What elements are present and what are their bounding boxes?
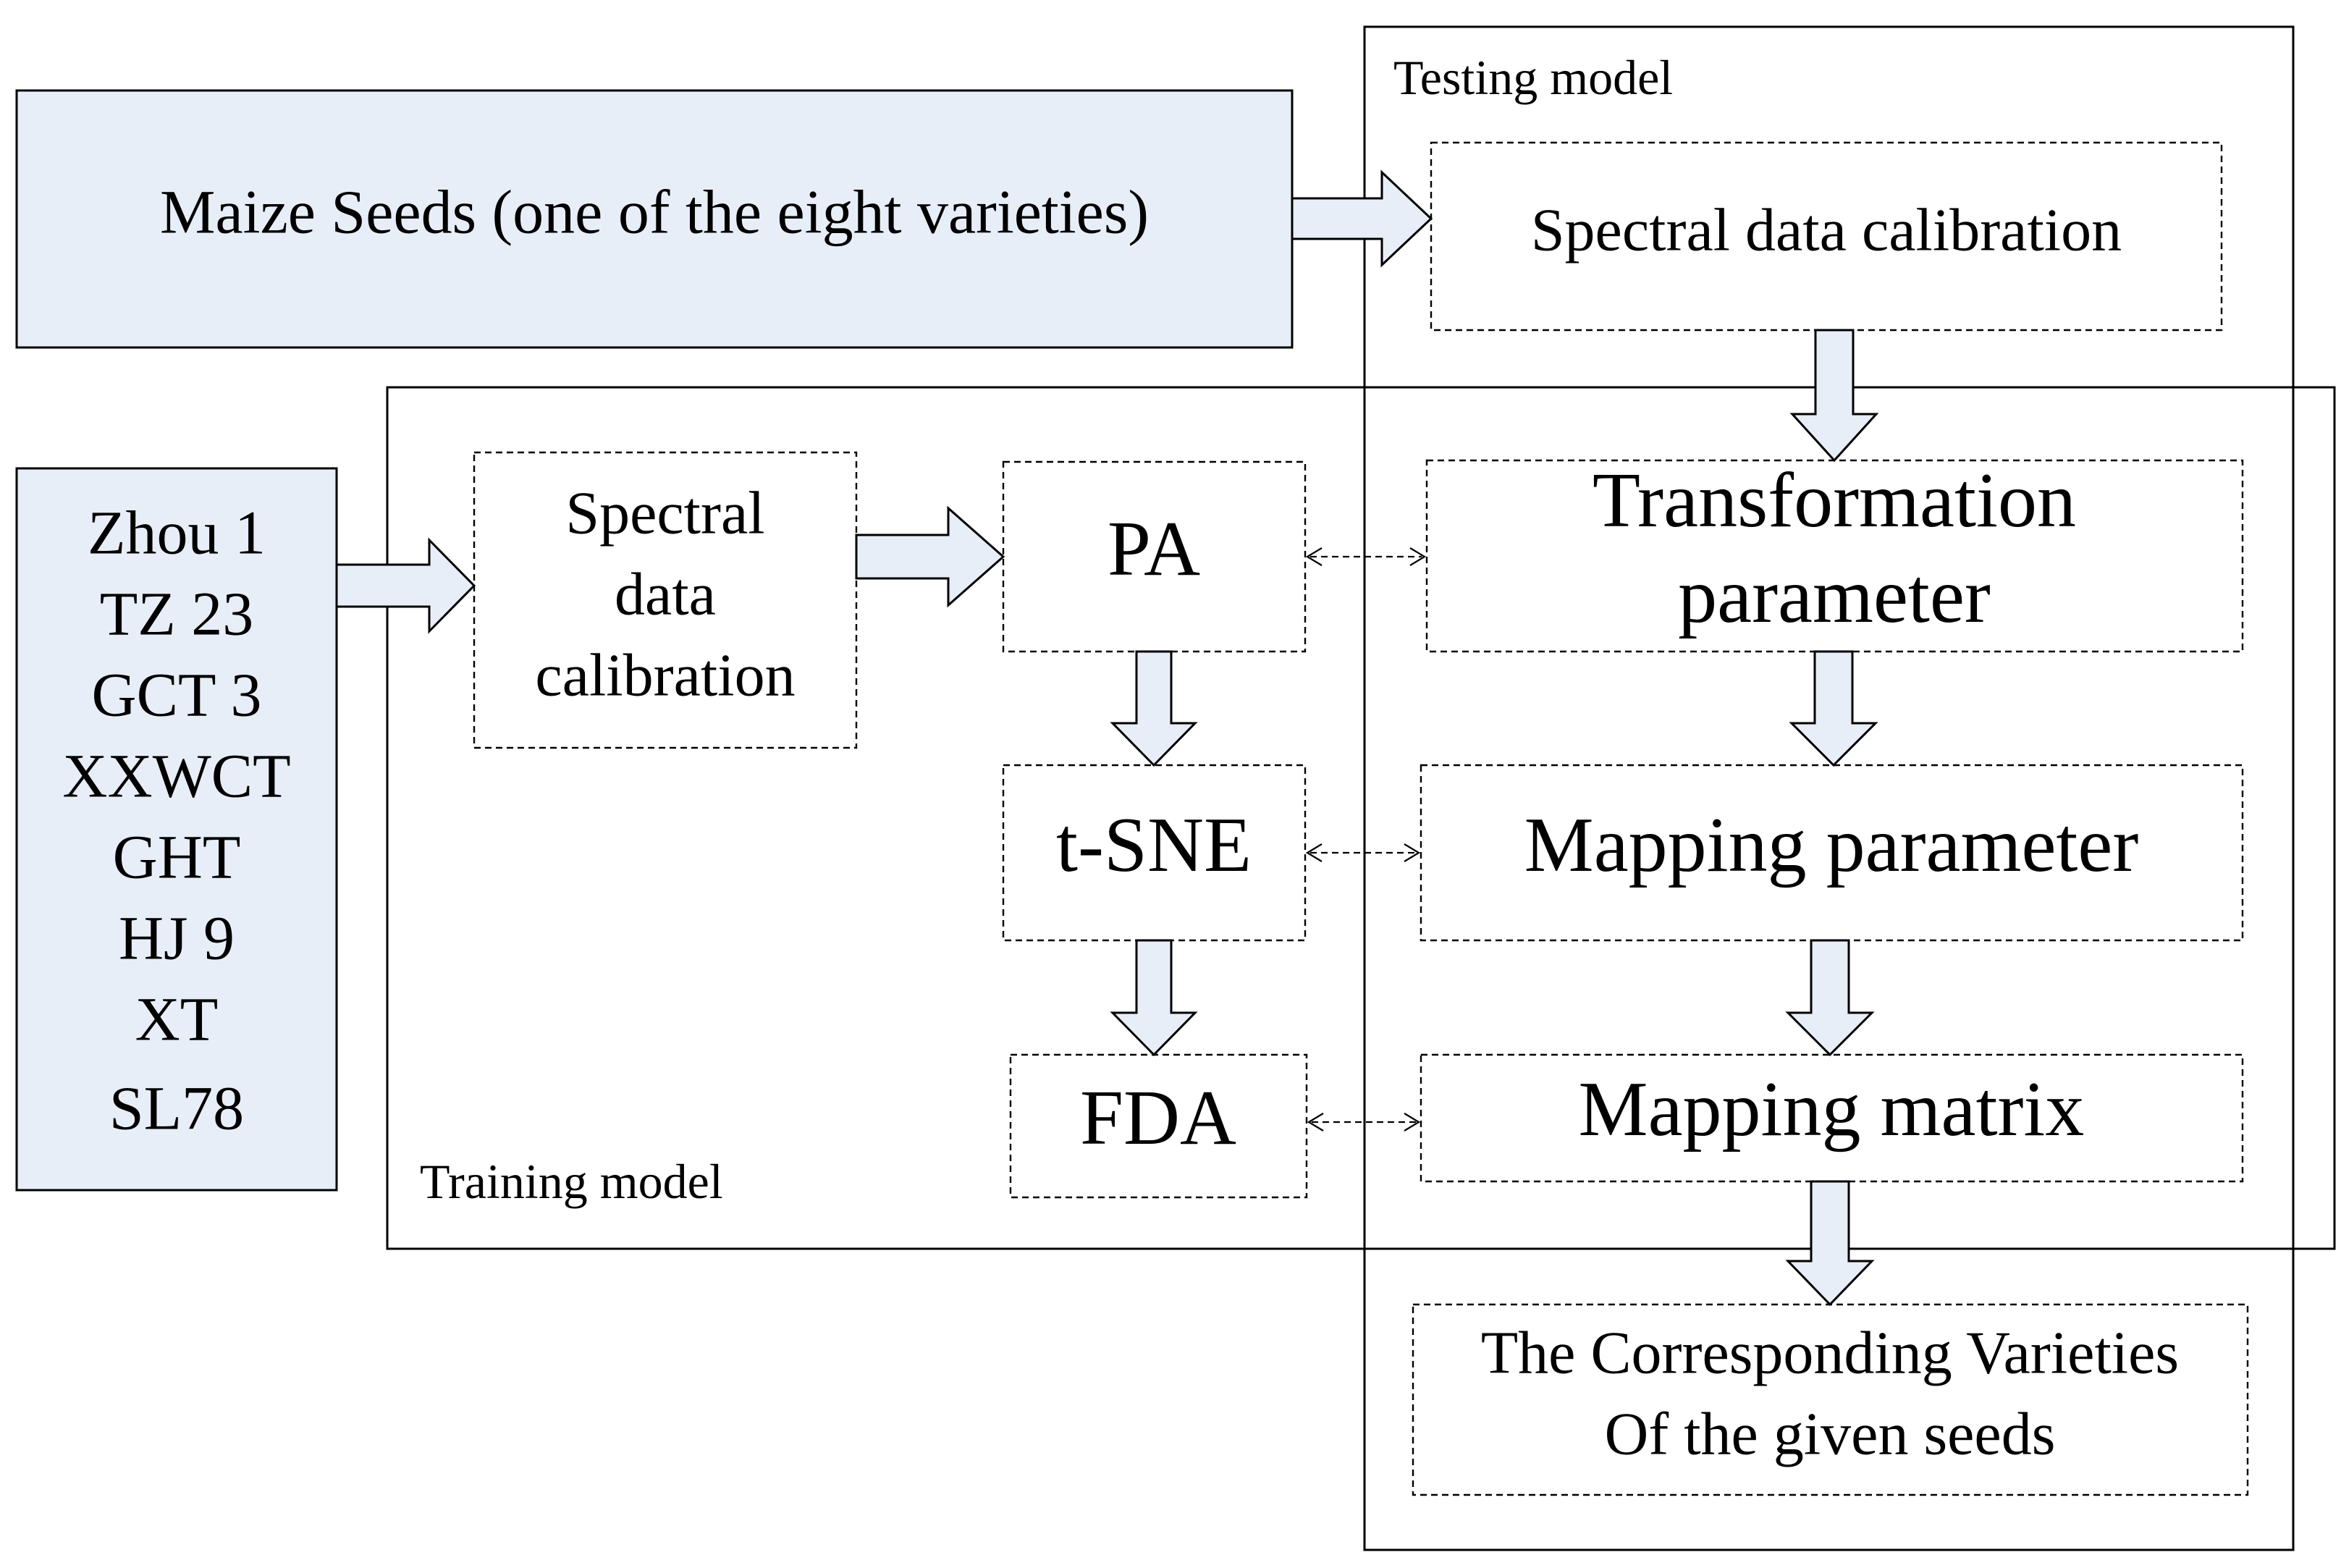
arrow-seeds-to-calibration [1291,169,1433,268]
variety-item: SL78 [109,1074,244,1143]
result-varieties-line: Of the given seeds [1605,1400,2056,1467]
variety-item: TZ 23 [100,579,254,649]
maize-seeds-label: Maize Seeds (one of the eight varieties) [160,177,1149,247]
training-calibration-box [473,451,858,749]
arrow-mapping-parameter-to-matrix [1785,939,1875,1057]
link-tsne-mapping-parameter [1305,843,1421,862]
fda-label: FDA [1080,1075,1236,1161]
mapping-matrix-label: Mapping matrix [1579,1066,2085,1152]
link-fda-mapping-matrix [1307,1113,1421,1131]
training-calibration-line: calibration [535,641,795,709]
arrow-tsne-to-fda [1110,939,1198,1057]
pa-box [1002,460,1307,653]
training-calibration-line: Spectral [565,479,764,547]
mapping-parameter-box [1420,764,2244,942]
arrow-pa-to-tsne [1110,650,1198,767]
link-pa-transformation [1305,547,1427,566]
fda-box [1009,1053,1308,1199]
mapping-matrix-box [1420,1053,2244,1183]
arrow-calibration-to-transformation [1789,329,1879,463]
training-model-label: Training model [420,1154,723,1209]
varieties-box [15,467,338,1192]
pa-label: PA [1108,506,1200,592]
transformation-parameter-line: Transformation [1593,458,2076,544]
tsne-box [1002,764,1307,942]
varieties-list: Zhou 1 TZ 23 GCT 3 XXWCT GHT HJ 9 XT SL7… [62,498,290,1143]
testing-calibration-box [1430,141,2223,332]
transformation-parameter-line: parameter [1678,553,1991,639]
arrow-calibration-to-pa [855,505,1005,608]
maize-seeds-box [15,89,1294,349]
variety-item: GCT 3 [92,660,262,730]
arrow-transformation-to-mapping-parameter [1789,650,1878,767]
variety-item: XXWCT [62,741,290,811]
arrow-matrix-to-result [1785,1180,1875,1307]
arrow-varieties-to-calibration [335,537,476,634]
variety-item: GHT [113,822,241,892]
result-varieties-line: The Corresponding Varieties [1481,1319,2179,1386]
variety-item: HJ 9 [119,903,235,973]
testing-model-label: Testing model [1393,50,1673,105]
variety-item: Zhou 1 [88,498,266,568]
training-calibration-line: data [615,560,716,628]
testing-calibration-label: Spectral data calibration [1531,196,2122,264]
variety-item: XT [135,985,219,1054]
mapping-parameter-label: Mapping parameter [1524,802,2139,888]
tsne-label: t-SNE [1056,802,1252,888]
transformation-parameter-box [1425,459,2244,653]
testing-model-frame [1363,25,2295,1551]
training-model-frame [386,386,2336,1250]
